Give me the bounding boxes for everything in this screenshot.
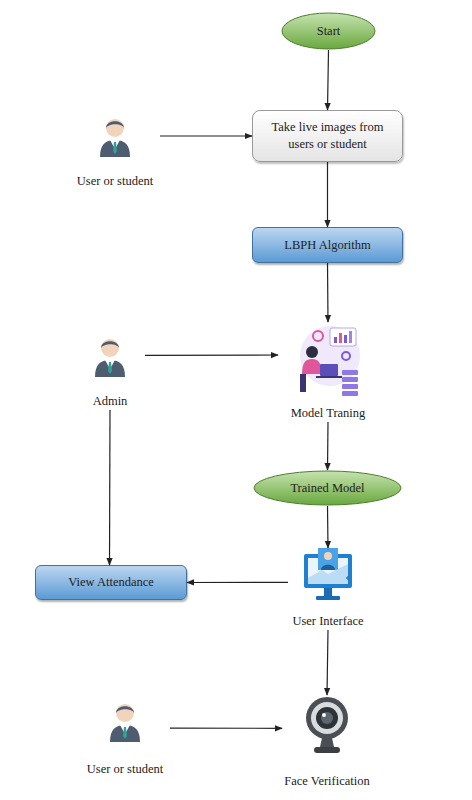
node-text: Trained Model (290, 480, 364, 497)
flow-arrow (328, 50, 329, 110)
node-text: Model Traning (291, 406, 366, 420)
icon-node: Admin (75, 335, 145, 410)
flow-arrow (327, 630, 328, 695)
training-icon (290, 322, 366, 396)
icon-caption: User or student (50, 759, 200, 778)
terminal-ellipse: Start (281, 12, 376, 50)
icon-caption: User Interface (258, 611, 398, 630)
webcam-icon (304, 695, 350, 757)
algorithm-box: View Attendance (35, 565, 187, 600)
icon-caption: Admin (45, 391, 175, 410)
node-text: Face Verification (284, 774, 370, 788)
node-text: User Interface (292, 614, 363, 628)
person-icon (97, 115, 133, 157)
flow-arrow (327, 506, 329, 548)
flow-arrow (109, 410, 111, 565)
algorithm-box: LBPH Algorithm (252, 227, 403, 263)
icon-node: User or student (70, 115, 160, 190)
terminal-ellipse: Trained Model (253, 470, 402, 506)
node-text: User or student (77, 174, 153, 188)
node-text: Start (317, 23, 341, 40)
monitor-icon (302, 548, 354, 602)
icon-caption: Face Verification (252, 771, 402, 790)
node-text: Take live images from users or student (259, 119, 396, 153)
flow-arrow (145, 354, 278, 355)
flow-arrow (327, 162, 328, 227)
node-text: LBPH Algorithm (284, 237, 370, 254)
icon-caption: User or student (40, 171, 190, 190)
icon-node: User or student (80, 700, 170, 778)
node-text: Admin (93, 394, 128, 408)
person-icon (107, 700, 143, 742)
icon-node: Model Traning (278, 322, 378, 422)
icon-node: User Interface (288, 548, 368, 630)
flow-arrow (160, 135, 252, 136)
process-box: Take live images from users or student (252, 110, 403, 162)
node-text: View Attendance (68, 574, 154, 591)
person-icon (92, 335, 128, 377)
node-text: User or student (87, 762, 163, 776)
icon-node: Face Verification (282, 695, 372, 790)
icon-caption: Model Traning (248, 403, 408, 422)
flow-arrow (170, 727, 282, 728)
flow-arrow (327, 263, 329, 322)
flow-arrow (327, 422, 329, 470)
flow-arrow (187, 582, 288, 583)
